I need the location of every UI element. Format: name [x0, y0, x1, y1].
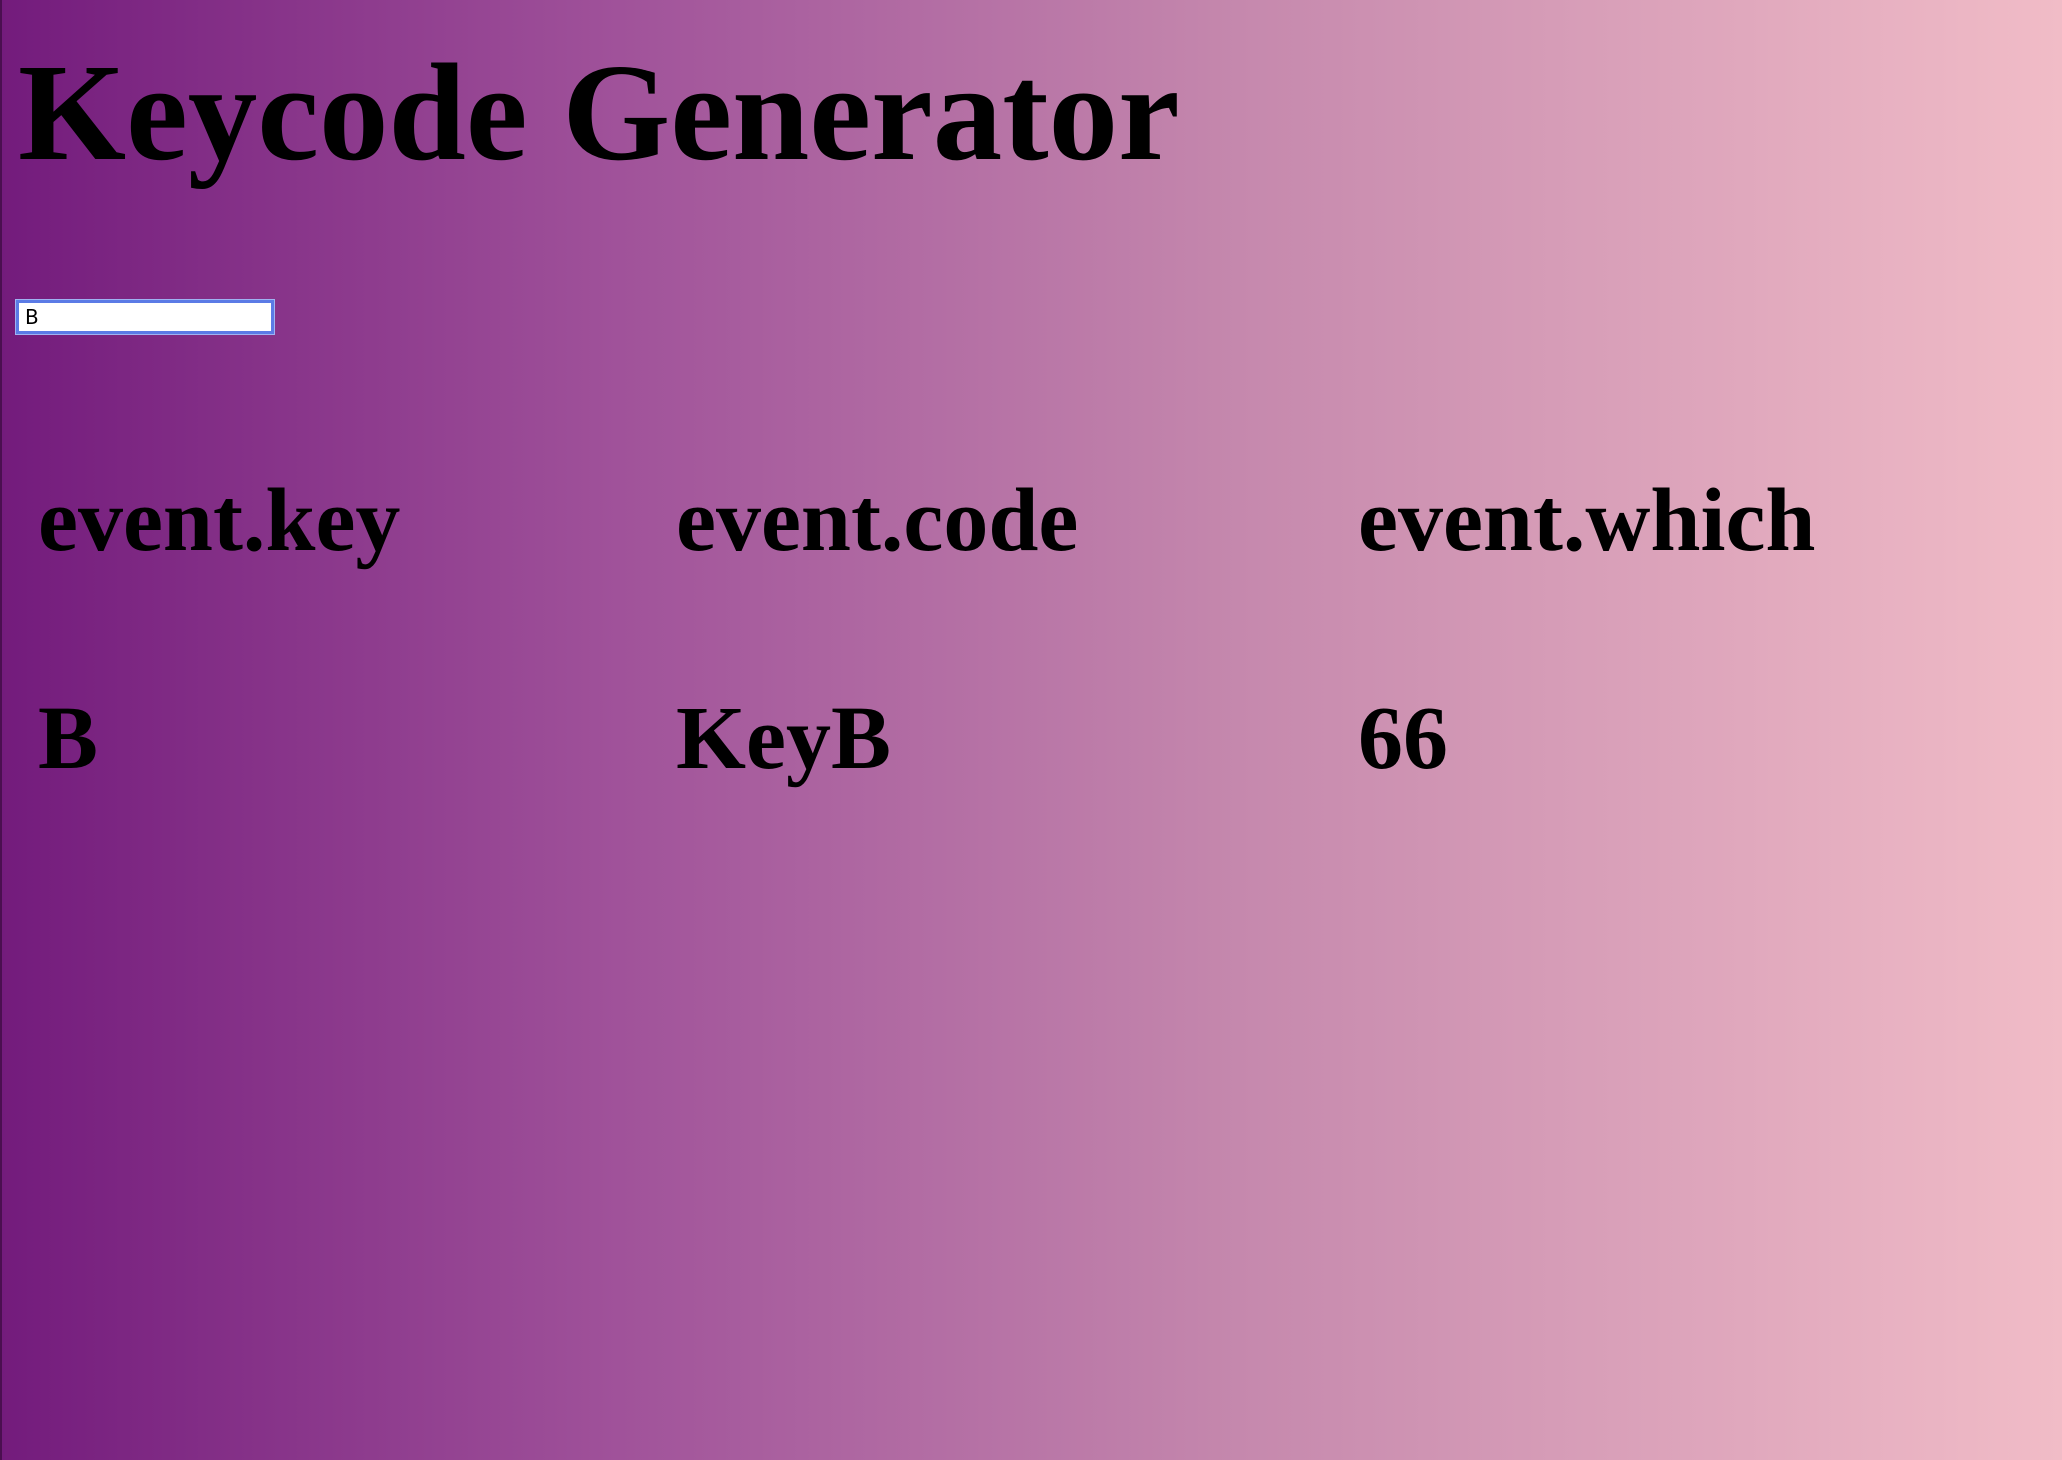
event-code-value: KeyB — [676, 689, 891, 788]
event-key-header: event.key — [38, 471, 401, 570]
event-key-value: B — [38, 689, 99, 788]
page-title: Keycode Generator — [18, 36, 1180, 190]
page-left-border — [0, 0, 2, 1460]
event-which-value: 66 — [1358, 689, 1448, 788]
key-event-results: event.key B event.code KeyB event.which … — [38, 460, 1938, 800]
key-input[interactable] — [15, 299, 275, 335]
event-code-header: event.code — [676, 471, 1079, 570]
event-which-header: event.which — [1358, 471, 1816, 570]
